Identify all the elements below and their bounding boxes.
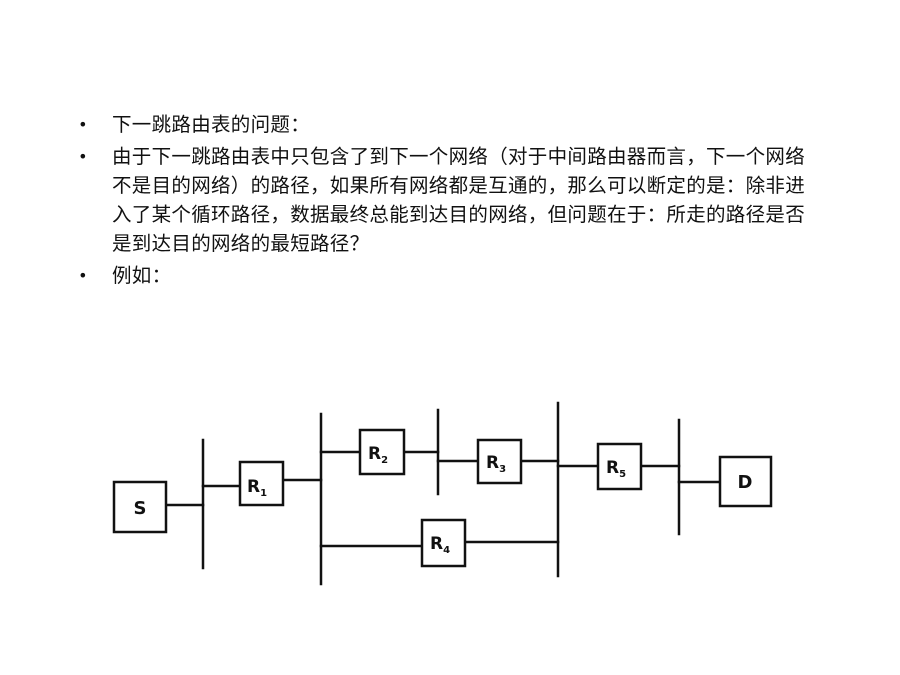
bullet-marker: • (78, 115, 88, 134)
destination-node-box (718, 455, 773, 508)
bullet-item-3: • 例如： (76, 261, 816, 290)
r5-node-subscript: 5 (619, 469, 626, 480)
source-node-label: S (134, 498, 147, 519)
r1-node-label: R1 (247, 477, 267, 499)
r2-node-subscript: 2 (381, 455, 388, 466)
bullet-list: • 下一跳路由表的问题： • 由于下一跳路由表中只包含了到下一个网络（对于中间路… (76, 110, 816, 293)
r5-node-box (596, 442, 643, 491)
r2-node-letter: R (368, 444, 381, 464)
r4-node-letter: R (430, 534, 443, 554)
bullet-text: 下一跳路由表的问题： (112, 113, 311, 136)
bullet-text: 例如： (112, 264, 172, 287)
r1-node-letter: R (247, 477, 260, 497)
bullet-item-1: • 下一跳路由表的问题： (76, 110, 816, 139)
bullet-marker: • (78, 266, 88, 285)
r4-node-label: R4 (430, 534, 450, 556)
r3-node-box (476, 438, 523, 485)
r2-node-box (358, 428, 406, 476)
r1-node-box (238, 460, 285, 507)
r4-node-subscript: 4 (443, 545, 450, 556)
r3-node-letter: R (486, 453, 499, 473)
destination-node-label: D (738, 472, 753, 493)
r2-node-label: R2 (368, 444, 388, 466)
bullet-marker: • (78, 147, 88, 166)
r1-node-subscript: 1 (260, 488, 267, 499)
bullet-item-2: • 由于下一跳路由表中只包含了到下一个网络（对于中间路由器而言，下一个网络不是目… (76, 142, 816, 258)
bullet-text: 由于下一跳路由表中只包含了到下一个网络（对于中间路由器而言，下一个网络不是目的网… (112, 145, 806, 255)
r3-node-subscript: 3 (499, 464, 506, 475)
r3-node-label: R3 (486, 453, 506, 475)
r4-node-box (420, 518, 467, 568)
r5-node-label: R5 (606, 458, 626, 480)
source-node-box (112, 480, 168, 534)
r5-node-letter: R (606, 458, 619, 478)
